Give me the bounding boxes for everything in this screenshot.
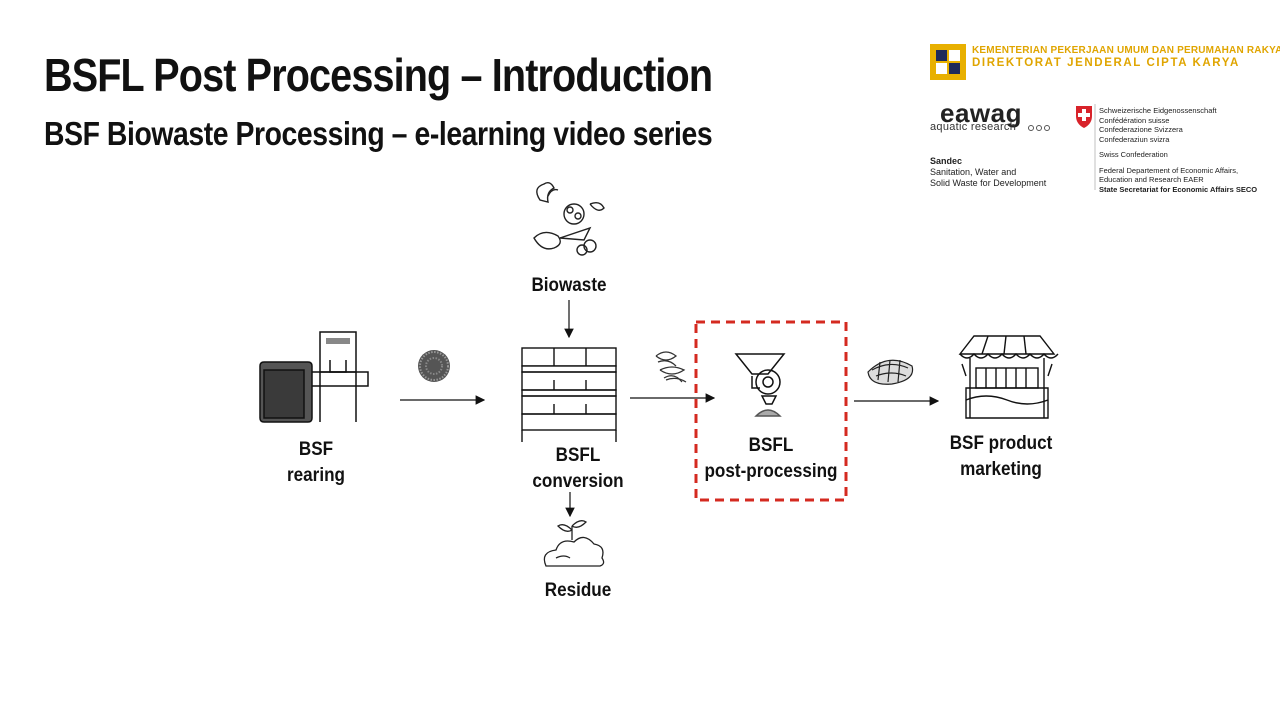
swiss-line2: Confédération suisse	[1099, 115, 1170, 125]
kementerian-line2: DIREKTORAT JENDERAL CIPTA KARYA	[972, 57, 1240, 69]
conversion-label-line1: BSFL	[555, 445, 601, 466]
swiss-line3: Confederazione Svizzera	[1099, 125, 1183, 134]
sandec-line2: Solid Waste for Development	[930, 178, 1047, 188]
conversion-label-line2: conversion	[532, 471, 624, 492]
post-processing-label-line1: BSFL	[748, 435, 794, 456]
eawag-subtitle: aquatic research	[930, 121, 1017, 133]
swiss-line4: Confederaziun svizra	[1099, 134, 1170, 144]
page-subtitle: BSF Biowaste Processing – e-learning vid…	[44, 115, 713, 152]
eawag-logo: eawag	[940, 98, 1022, 128]
market-stall-icon	[958, 335, 1059, 419]
compost-residue-icon	[543, 520, 605, 567]
swiss-line1: Schweizerische Eidgenossenschaft	[1099, 106, 1217, 115]
rearing-label: BSF rearing	[271, 437, 361, 489]
processing-machine-icon	[734, 353, 786, 417]
vegetable-waste-icon	[533, 181, 605, 256]
kementerian-text: KEMENTERIAN PEKERJAAN UMUM DAN PERUMAHAN…	[972, 44, 1280, 70]
page-title: BSFL Post Processing – Introduction	[44, 49, 713, 101]
post-processing-highlight	[694, 320, 848, 502]
kementerian-logo-icon	[930, 44, 966, 80]
rearing-label-line2: rearing	[287, 465, 345, 486]
swiss-block: Schweizerische Eidgenossenschaft Confédé…	[1099, 106, 1257, 194]
swiss-confederation: Swiss Confederation	[1099, 150, 1168, 159]
post-processing-label-line2: post-processing	[704, 461, 838, 482]
fed-line1: Federal Departement of Economic Affairs,	[1099, 165, 1239, 175]
conversion-label: BSFL conversion	[524, 443, 632, 495]
dried-larvae-icon	[867, 359, 914, 385]
marketing-label: BSF product marketing	[943, 431, 1060, 483]
eawag-dots-icon	[1028, 125, 1050, 131]
larvae-icon	[655, 351, 687, 383]
conversion-crates-icon	[521, 347, 617, 442]
rearing-label-line1: BSF	[298, 439, 334, 460]
sandec-block: Sandec Sanitation, Water and Solid Waste…	[930, 156, 1046, 189]
marketing-label-line2: marketing	[960, 459, 1042, 480]
marketing-label-line1: BSF product	[949, 433, 1053, 454]
residue-label: Residue	[544, 580, 612, 601]
sandec-title: Sandec	[930, 156, 963, 166]
kementerian-line1: KEMENTERIAN PEKERJAAN UMUM DAN PERUMAHAN…	[972, 45, 1280, 56]
seco-line: State Secretariat for Economic Affairs S…	[1099, 184, 1258, 194]
fed-line2: Education and Research EAER	[1099, 175, 1204, 184]
post-processing-label: BSFL post-processing	[704, 433, 839, 485]
rearing-cage-icon	[259, 331, 369, 423]
swiss-flag-icon	[1076, 106, 1092, 128]
eggs-ball-icon	[418, 350, 450, 382]
biowaste-label: Biowaste	[531, 275, 607, 296]
sandec-line1: Sanitation, Water and	[930, 167, 1017, 177]
